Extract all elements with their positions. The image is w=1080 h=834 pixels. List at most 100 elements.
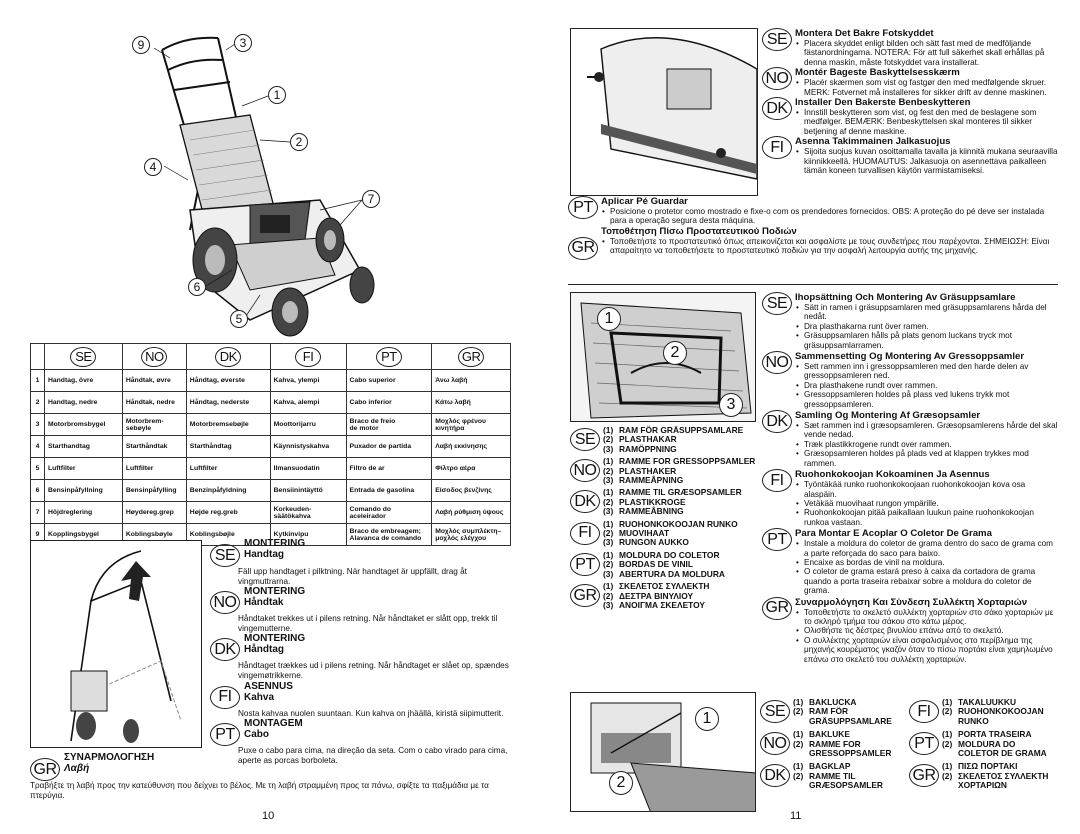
handle-se-block: SE MONTERING Handtag (210, 538, 512, 567)
part-name: Cabo superior (345, 369, 433, 392)
lang-badge-fi: FI (295, 346, 322, 367)
lang-badge-dk: DK (210, 638, 240, 662)
handle-gr-block: GR ΣΥΝΑΡΜΟΛΟΓΗΣΗ Λαβή Τραβήξτε τη λαβή π… (30, 752, 512, 800)
lang-badge-dk: DK (215, 346, 242, 367)
part-name: Motorbromsbygel (43, 413, 123, 436)
legend-item-number: (1) (793, 697, 804, 707)
legend-item-number: (3) (603, 475, 614, 486)
legend-item-number: (2) (942, 738, 953, 749)
part-name: Käynnistyskahva (269, 435, 347, 458)
part-number: 3 (30, 413, 45, 436)
install-legend-pt: PT(1)PORTA TRASEIRA(2)MOLDURA DO COLETOR… (909, 729, 1058, 759)
legend-item-label: PLASTIKKROGE (619, 496, 686, 507)
guard-dk-block: DK Installer Den Bakerste Benbeskytteren… (762, 97, 1058, 136)
part-name: Luftfilter (121, 457, 187, 480)
part-name: Luftfilter (185, 457, 271, 480)
part-name: Håndtak, øvre (121, 369, 187, 392)
legend-item-label: RAMMEÅPNING (619, 475, 684, 486)
part-name: Kytkinvipu (269, 523, 347, 546)
bag-install-drawing (590, 702, 755, 811)
part-name: Λαβή ρύθμιση ύψους (431, 501, 511, 524)
bag-assembly-title: Sammensetting Og Montering Av Gressoppsa… (795, 351, 1025, 363)
lang-badge-se: SE (760, 700, 790, 723)
legend-item-number: (1) (793, 729, 804, 740)
handle-dk-title: MONTERING (244, 633, 306, 645)
lang-badge-pt: PT (570, 552, 600, 576)
install-legend-no: NO(1)BAKLUKE(2)RAMME FOR GRESSOPPSAMLER (760, 729, 909, 759)
part-name: Μοχλός συμπλέκτη– μοχλός ελέγχου (431, 523, 511, 546)
handle-se-text: Fäll upp handtaget i pilktning. När hand… (238, 567, 467, 586)
rear-guard-pt-gr: PT Aplicar Pé Guardar Posicione o protet… (568, 196, 1058, 260)
lang-badge-se: SE (570, 428, 600, 451)
guard-pt-text: Posicione o protetor como mostrado e fix… (601, 207, 1058, 226)
lang-badge-se: SE (70, 346, 97, 367)
lang-badge-pt: PT (909, 732, 939, 756)
legend-item-label: RAMÖPPNING (619, 443, 677, 454)
handle-figure (30, 540, 202, 748)
guard-gr-block: GR Τοποθετήστε το προστατευτικό όπως απε… (568, 236, 1058, 260)
part-name: Starthandtag (43, 435, 123, 458)
bag-assembly-step: Dra plasthakarna runt över ramen. (795, 322, 1058, 332)
part-name: Starthåndtag (185, 435, 271, 458)
handle-pt-title: MONTAGEM (244, 718, 303, 730)
handle-fi-text: Nosta kahvaa nuolen suuntaan. Kun kahva … (238, 708, 504, 718)
part-name: Bensiinintäyttö (269, 479, 347, 502)
handle-fi-block: FI ASENNUS Kahva (210, 681, 512, 709)
legend-item-label: MOLDURA DO COLETOR DE GRAMA (958, 738, 1047, 759)
callout-5: 5 (230, 310, 248, 328)
rear-guard-nordic: SE Montera Det Bakre Fotskyddet Placera … (762, 28, 1058, 175)
bag-assembly-step: Encaixe as bordas de vinil na moldura. (795, 558, 1058, 568)
legend-item-label: RAMME FOR GRESSOPPSAMLER (619, 456, 756, 467)
lang-badge-se: SE (762, 292, 792, 315)
part-number: 5 (30, 457, 45, 480)
lang-badge-no: NO (210, 591, 240, 615)
legend-item-number: (1) (603, 425, 614, 435)
fig-callout-3: 3 (719, 393, 743, 417)
legend-item-label: BAGKLAP (809, 761, 851, 772)
section-divider (568, 284, 1058, 285)
part-name: Φίλτρο αέρα (431, 457, 511, 480)
rear-guard-drawing (587, 37, 758, 180)
legend-item-number: (2) (793, 738, 804, 749)
part-name: Kahva, alempi (269, 391, 347, 414)
lang-badge-gr: GR (909, 764, 939, 788)
install-legend-se: SE(1)BAKLUCKA(2)RAM FÖR GRÄSUPPSAMLARE (760, 697, 909, 726)
lang-badge-pt: PT (568, 196, 598, 219)
legend-item-number: (2) (793, 770, 804, 781)
part-name: Korkeuden- säätökahva (269, 501, 347, 524)
bag-assembly-step: O coletor de grama estará preso à caixa … (795, 567, 1058, 595)
part-name: Håndtak, nedre (121, 391, 187, 414)
bag-assembly-step: Ολισθήστε τις δέστρες βινυλίου επάνω από… (795, 626, 1058, 636)
legend-item-label: BAKLUCKA (809, 697, 857, 707)
callout-7: 7 (362, 190, 380, 208)
legend-item-number: (2) (942, 706, 953, 717)
bag-assembly-title: Συναρμολόγηση Και Σύνδεση Συλλέκτη Χορτα… (795, 596, 1028, 608)
part-name: Benzinpåfyldning (185, 479, 271, 502)
handle-no-text: Håndtaket trekkes ut i pilens retning. N… (238, 614, 498, 633)
lang-badge-fi: FI (762, 469, 792, 493)
bag-legend: SE(1)RAM FÖR GRÄSUPPSAMLARE(2)PLASTHAKAR… (570, 425, 760, 613)
legend-item-label: MOLDURA DO COLETOR (619, 549, 720, 560)
callout-2: 2 (290, 133, 308, 151)
bag-assembly-step: Ο συλλέκτης χορταριών είναι ασφαλισμένος… (795, 636, 1058, 664)
part-name: Motorbremsebøjle (185, 413, 271, 436)
guard-fi-block: FI Asenna Takimmainen Jalkasuojus Sijoit… (762, 136, 1058, 175)
bag-assembly-step: Dra plasthakene rundt over rammen. (795, 381, 1058, 391)
bag-assembly-step: Gräsuppsamlaren hålls på plats genom luc… (795, 331, 1058, 350)
install-callout-2: 2 (609, 771, 633, 795)
handle-gr-subtitle: Λαβή (64, 763, 90, 774)
lang-badge-fi: FI (210, 685, 240, 709)
legend-item-label: RAMME FOR GRESSOPPSAMLER (809, 738, 892, 759)
bag-assembly-title: Ruohonkokoojan Kokoaminen Ja Asennus (795, 469, 990, 481)
legend-item-number: (1) (603, 581, 614, 592)
bag-assembly-step: Ruohonkokoojan pitää paikallaan luukun p… (795, 508, 1058, 527)
legend-item-number: (1) (793, 761, 804, 772)
guard-dk-text: Innstill beskytteren som vist, og fest d… (795, 108, 1058, 136)
handle-fi-subtitle: Kahva (244, 691, 275, 703)
legend-item-label: BORDAS DE VINIL (619, 559, 693, 570)
